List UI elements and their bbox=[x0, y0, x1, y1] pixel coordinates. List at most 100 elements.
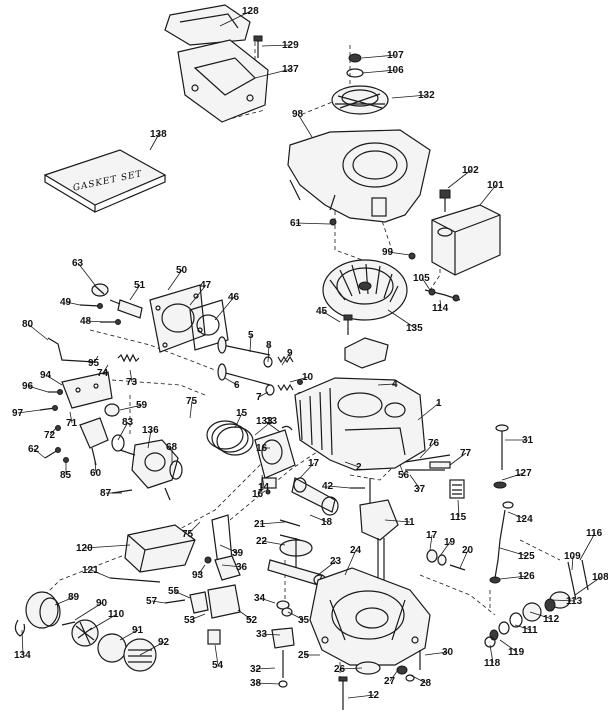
callout-55: 55 bbox=[168, 586, 180, 597]
leader-line-19 bbox=[439, 541, 451, 557]
small-screws-left bbox=[39, 389, 69, 463]
leader-line-8 bbox=[267, 344, 270, 363]
part-102-bolt bbox=[439, 189, 451, 212]
callout-115: 115 bbox=[450, 512, 467, 523]
leader-line-63 bbox=[77, 262, 96, 286]
callout-32: 32 bbox=[250, 664, 262, 675]
callout-111: 111 bbox=[522, 625, 538, 636]
part-68-gasket bbox=[169, 460, 183, 480]
callout-99: 99 bbox=[382, 247, 394, 258]
leader-line-45 bbox=[321, 310, 341, 323]
leader-line-5 bbox=[249, 334, 252, 353]
leader-line-46 bbox=[214, 296, 235, 321]
callout-120: 120 bbox=[76, 543, 93, 554]
callout-87: 87 bbox=[100, 488, 112, 499]
callout-135: 135 bbox=[406, 323, 423, 334]
callout-15: 15 bbox=[236, 408, 248, 419]
callout-129: 129 bbox=[282, 40, 299, 51]
leader-line-4 bbox=[377, 383, 396, 386]
leader-line-93 bbox=[197, 564, 206, 576]
callout-1: 1 bbox=[436, 398, 442, 409]
callout-92: 92 bbox=[158, 637, 170, 648]
callout-11: 11 bbox=[404, 517, 415, 528]
leader-line-107 bbox=[361, 54, 397, 59]
part-5-6-valves bbox=[217, 336, 271, 386]
leader-line-42 bbox=[327, 485, 351, 489]
leader-line-30 bbox=[424, 651, 449, 656]
leader-line-26 bbox=[339, 667, 363, 670]
part-109-116-shaft-parts bbox=[567, 559, 589, 601]
part-105-114-tank-bracket bbox=[424, 288, 461, 302]
leader-line-105 bbox=[421, 277, 431, 291]
leader-line-132 bbox=[391, 94, 428, 99]
leader-line-115 bbox=[457, 499, 460, 518]
leader-line-57 bbox=[151, 600, 166, 604]
leader-line-55 bbox=[173, 590, 191, 599]
leader-line-138 bbox=[149, 133, 160, 151]
callout-17b: 17 bbox=[426, 530, 438, 541]
leader-line-109 bbox=[571, 555, 574, 571]
callout-52: 52 bbox=[246, 615, 258, 626]
part-99-screw bbox=[408, 252, 416, 260]
part-24-crankcase-cover bbox=[309, 567, 431, 666]
callout-97: 97 bbox=[12, 408, 24, 419]
leader-line-56 bbox=[399, 464, 405, 476]
callout-39: 39 bbox=[232, 548, 244, 559]
callout-77: 77 bbox=[460, 448, 472, 459]
callout-10: 10 bbox=[302, 372, 314, 383]
part-13-piston bbox=[254, 429, 296, 479]
callout-96: 96 bbox=[22, 381, 34, 392]
callout-124: 124 bbox=[516, 514, 533, 525]
callout-114: 114 bbox=[432, 303, 449, 314]
leader-line-33 bbox=[261, 633, 281, 636]
callout-20: 20 bbox=[462, 545, 474, 556]
callout-134: 134 bbox=[14, 650, 31, 661]
callout-95: 95 bbox=[88, 358, 100, 369]
callout-16: 16 bbox=[256, 443, 268, 454]
callout-80: 80 bbox=[22, 319, 34, 330]
callout-106: 106 bbox=[387, 65, 404, 76]
callout-23: 23 bbox=[330, 556, 342, 567]
callout-37: 37 bbox=[414, 484, 426, 495]
callout-107: 107 bbox=[387, 50, 404, 61]
leader-line-32 bbox=[255, 667, 276, 670]
leader-line-28 bbox=[409, 674, 427, 684]
callout-125: 125 bbox=[518, 551, 535, 562]
callout-31: 31 bbox=[522, 435, 534, 446]
callout-118: 118 bbox=[484, 658, 501, 669]
part-32-33-34-35-38-pump-parts bbox=[271, 600, 295, 688]
callout-75b: 75 bbox=[182, 529, 194, 540]
leader-line-23 bbox=[317, 560, 337, 576]
callout-63: 63 bbox=[72, 258, 84, 269]
callout-62: 62 bbox=[28, 444, 40, 455]
leader-line-54 bbox=[214, 644, 219, 666]
callout-61: 61 bbox=[290, 218, 302, 229]
leader-line-136 bbox=[147, 429, 152, 449]
callout-26: 26 bbox=[334, 664, 346, 675]
callout-45: 45 bbox=[316, 306, 328, 317]
leader-line-38 bbox=[255, 682, 281, 685]
callout-137: 137 bbox=[282, 64, 299, 75]
leader-line-135 bbox=[387, 309, 416, 329]
leader-line-48 bbox=[85, 320, 106, 323]
callout-5: 5 bbox=[248, 330, 254, 341]
leader-line-90 bbox=[74, 602, 103, 621]
part-138-gasket-set-box: GASKET SET bbox=[43, 149, 167, 213]
leader-line-99 bbox=[387, 251, 411, 256]
callout-85: 85 bbox=[60, 470, 72, 481]
leader-line-39 bbox=[219, 544, 239, 554]
callout-73: 73 bbox=[126, 377, 138, 388]
callout-133: 133 bbox=[256, 416, 273, 427]
part-51-spark-plug bbox=[109, 299, 143, 319]
leader-line-108 bbox=[574, 576, 602, 596]
part-133-clip bbox=[281, 425, 293, 431]
callout-128: 128 bbox=[242, 6, 259, 17]
leader-line-16b bbox=[257, 489, 263, 495]
callout-126: 126 bbox=[518, 571, 535, 582]
callout-38: 38 bbox=[250, 678, 262, 689]
leader-line-24 bbox=[344, 549, 357, 576]
leader-line-129 bbox=[261, 44, 292, 47]
callout-76: 76 bbox=[428, 438, 440, 449]
callout-90: 90 bbox=[96, 598, 108, 609]
leader-line-102 bbox=[447, 169, 472, 189]
